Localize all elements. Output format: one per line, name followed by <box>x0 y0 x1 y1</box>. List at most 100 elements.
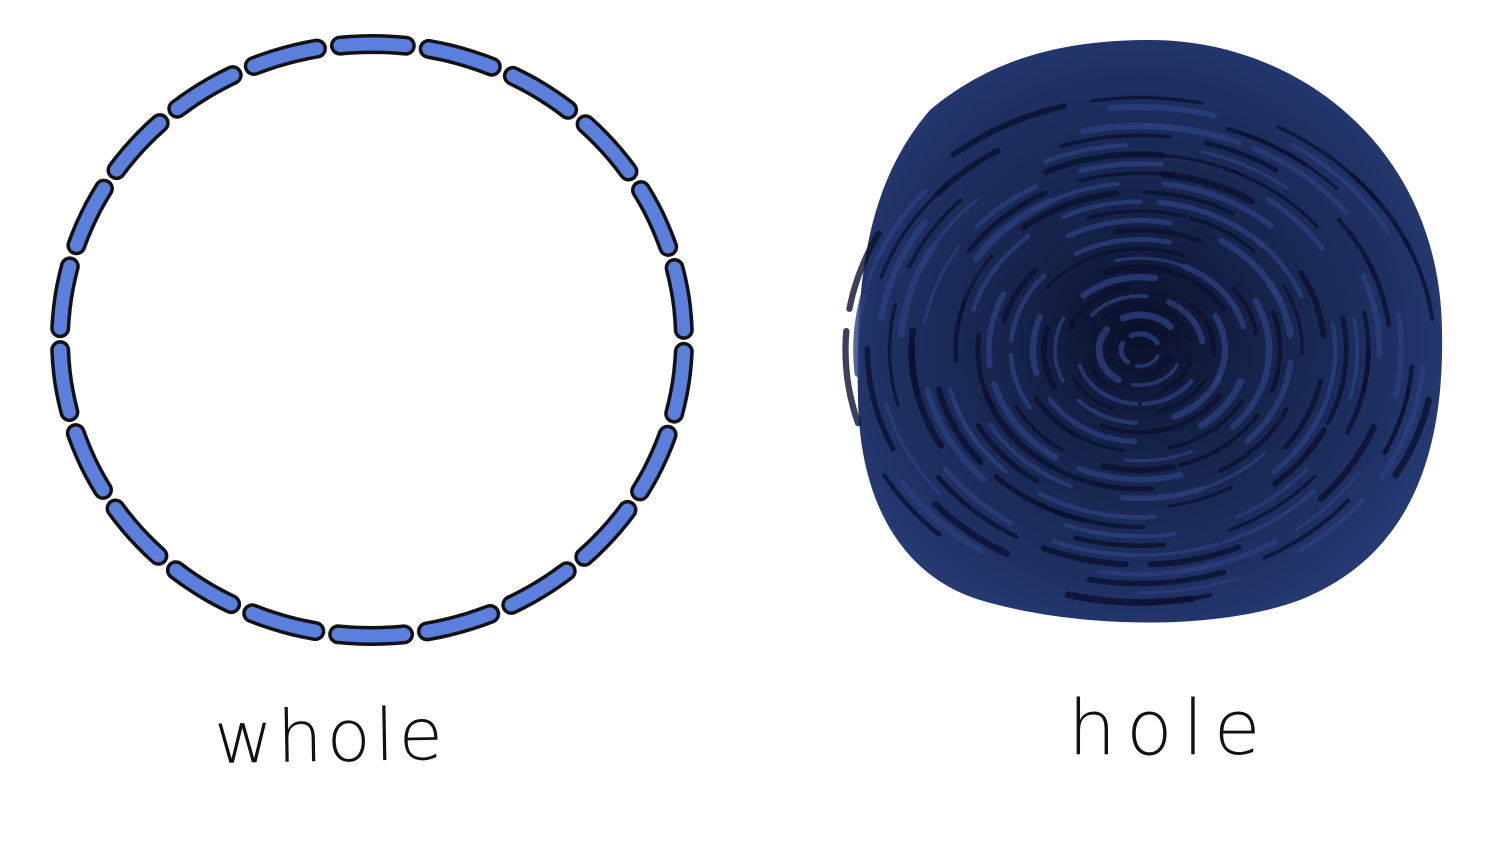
swirl-stroke <box>1085 209 1187 221</box>
swirl-stroke <box>993 473 1088 524</box>
dash-segment-fill <box>633 428 675 498</box>
swirl-stroke <box>1231 169 1319 228</box>
swirl-stroke <box>875 188 928 261</box>
swirl-stroke <box>1045 247 1127 290</box>
swirl-stroke <box>1001 267 1038 324</box>
swirl-stroke <box>1361 310 1371 394</box>
swirl-stroke <box>1220 489 1316 545</box>
swirl-stroke <box>1119 311 1174 330</box>
dash-segment-fill <box>53 343 76 419</box>
swirl-stroke <box>1099 423 1171 435</box>
dash-segment-fill <box>69 426 110 497</box>
swirl-stroke <box>1063 523 1138 539</box>
swirl-stroke <box>1066 217 1173 239</box>
swirl-stroke <box>899 480 985 555</box>
swirl-stroke <box>1073 236 1172 257</box>
swirl-stroke <box>1120 486 1205 502</box>
swirl-stroke <box>1040 545 1129 568</box>
dash-segment-fill <box>110 116 167 177</box>
swirl-stroke <box>1103 264 1175 277</box>
dash-segment-fill <box>170 68 240 116</box>
swirl-stroke <box>1182 264 1247 330</box>
swirl-stroke <box>1251 145 1349 215</box>
dash-segment-fill <box>420 607 497 638</box>
swirl-stroke <box>1254 238 1304 299</box>
dash-segment-fill <box>245 606 322 638</box>
swirl-stroke <box>887 302 900 407</box>
swirl-stroke <box>919 198 979 268</box>
swirl-stroke <box>1130 363 1179 387</box>
swirl-stroke <box>975 331 994 408</box>
swirl-stroke <box>1317 423 1377 502</box>
dash-segment-fill <box>169 563 238 611</box>
swirl-stroke <box>1392 396 1433 479</box>
swirl-stroke <box>1052 539 1137 558</box>
dashed-circle-icon <box>50 33 694 647</box>
swirl-stroke <box>1252 297 1273 369</box>
swirl-stroke <box>1282 379 1324 450</box>
swirl-stroke <box>1218 407 1289 474</box>
swirl-stroke <box>1244 359 1294 445</box>
swirl-stroke <box>1080 273 1159 299</box>
swirl-stroke <box>1162 181 1274 229</box>
swirl-stroke <box>882 473 942 537</box>
swirl-stroke <box>1134 354 1160 368</box>
swirl-stroke <box>1231 286 1259 336</box>
swirl-stroke <box>1156 199 1267 249</box>
swirl-stroke <box>853 293 867 377</box>
swirl-stroke <box>1265 196 1326 252</box>
swirl-stroke <box>991 381 1059 461</box>
swirl-stroke <box>1142 190 1235 216</box>
swirl-stroke <box>1086 569 1227 587</box>
hole-disc <box>857 40 1443 623</box>
dash-segment-fill <box>668 261 691 337</box>
swirl-stroke <box>842 327 862 427</box>
swirl-stroke <box>1230 367 1271 430</box>
swirl-stroke <box>971 234 1031 312</box>
swirl-stroke <box>943 467 1014 526</box>
swirl-stroke <box>1008 352 1033 410</box>
swirl-stroke <box>1290 143 1375 213</box>
swirl-stroke <box>879 183 949 279</box>
swirl-disc-icon <box>842 40 1443 623</box>
dash-segment-fill <box>504 564 574 612</box>
swirl-stroke <box>1318 322 1338 417</box>
swirl-stroke <box>1097 561 1220 577</box>
dash-segment-fill <box>634 183 675 254</box>
dash-segment-fill <box>333 37 413 53</box>
swirl-stroke <box>1101 303 1151 321</box>
swirl-stroke <box>1166 299 1206 345</box>
swirl-stroke <box>1020 190 1120 231</box>
swirl-stroke <box>1141 379 1194 407</box>
swirl-stroke <box>1008 273 1047 343</box>
swirl-stroke <box>1128 331 1160 346</box>
swirl-stroke <box>1159 170 1255 205</box>
swirl-stroke <box>1368 263 1392 327</box>
swirl-stroke <box>1106 103 1218 119</box>
swirl-stroke <box>1059 133 1172 148</box>
dash-segment-fill <box>109 502 165 563</box>
swirl-stroke <box>1090 294 1149 317</box>
swirl-stroke <box>1228 474 1317 532</box>
swirl-stroke <box>1272 426 1327 487</box>
swirl-stroke <box>1077 363 1138 406</box>
swirl-stroke <box>1076 465 1184 483</box>
swirl-stroke <box>1078 161 1164 174</box>
dash-segment-fill <box>422 42 499 74</box>
swirl-stroke <box>1113 227 1202 244</box>
swirl-stroke <box>1296 497 1366 554</box>
swirl-stroke <box>1067 284 1131 333</box>
swirl-stroke <box>1118 341 1131 365</box>
swirl-stroke <box>1262 498 1351 560</box>
swirl-stroke <box>985 291 1007 368</box>
swirl-stroke <box>1160 307 1193 341</box>
swirl-stroke <box>1041 324 1057 390</box>
swirl-stroke <box>1188 301 1217 358</box>
swirl-stroke <box>880 234 917 312</box>
swirl-stroke <box>864 346 896 452</box>
swirl-stroke <box>1076 398 1139 425</box>
swirl-stroke <box>1265 279 1294 339</box>
swirl-stroke <box>1225 126 1308 167</box>
swirl-stroke <box>1167 269 1226 312</box>
